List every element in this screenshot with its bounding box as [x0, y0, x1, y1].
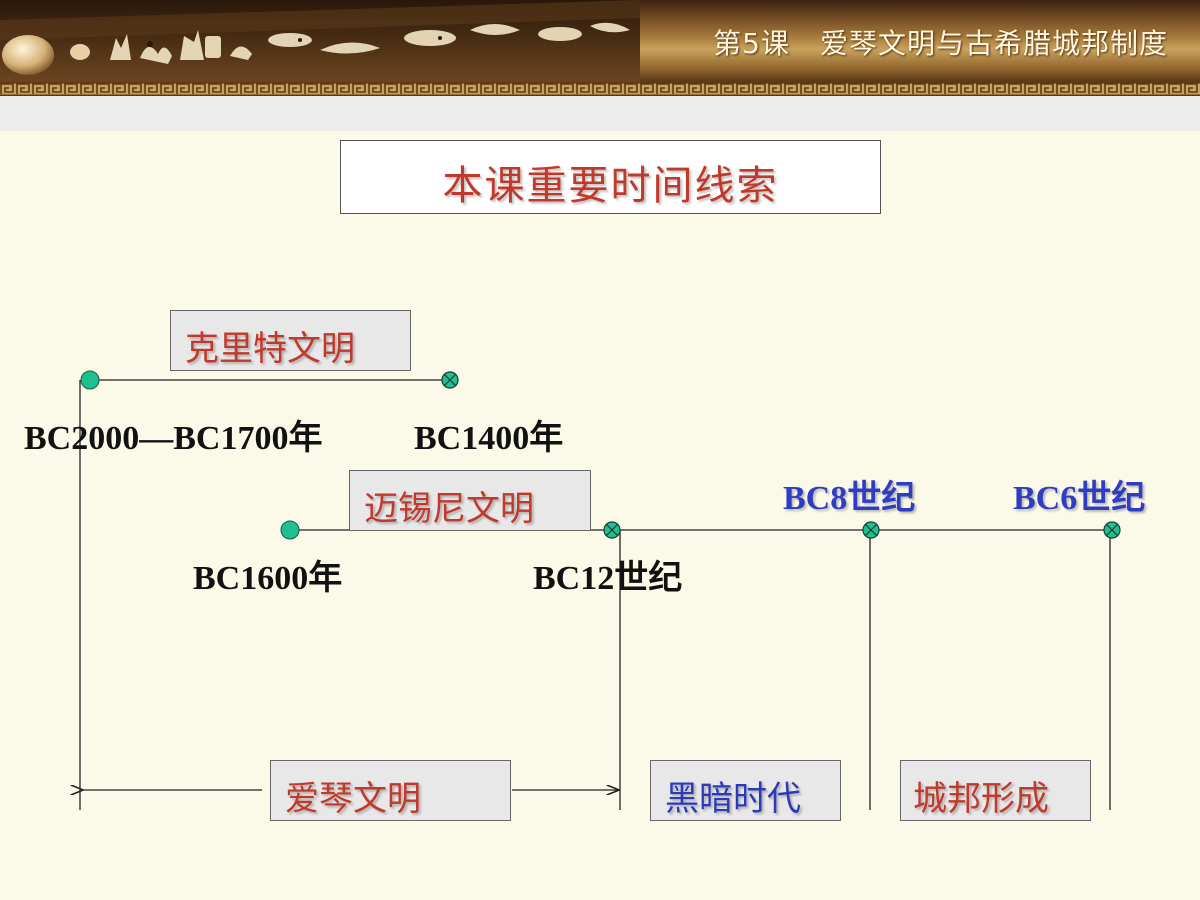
date-bc6: BC6世纪	[1013, 470, 1145, 519]
crete-civilization-label: 克里特文明	[185, 321, 355, 370]
dark-age-label: 黑暗时代	[665, 771, 801, 820]
end-node-icon	[863, 522, 879, 538]
aegean-civilization-box: 爱琴文明	[270, 760, 511, 821]
date-mycenae-end: BC12世纪	[533, 550, 682, 599]
start-node-icon	[81, 371, 99, 389]
end-node-icon	[604, 522, 620, 538]
slide-title-box: 本课重要时间线索	[340, 140, 881, 214]
dark-age-box: 黑暗时代	[650, 760, 841, 821]
end-node-icon	[442, 372, 458, 388]
slide-title: 本课重要时间线索	[341, 153, 880, 211]
crete-civilization-box: 克里特文明	[170, 310, 411, 371]
start-node-icon	[281, 521, 299, 539]
city-state-label: 城邦形成	[913, 771, 1049, 820]
end-node-icon	[1104, 522, 1120, 538]
date-bc8: BC8世纪	[783, 470, 915, 519]
city-state-box: 城邦形成	[900, 760, 1091, 821]
date-crete-end: BC1400年	[414, 410, 563, 459]
mycenae-civilization-label: 迈锡尼文明	[364, 481, 534, 530]
date-mycenae-start: BC1600年	[193, 550, 342, 599]
aegean-civilization-label: 爱琴文明	[285, 771, 421, 820]
date-crete-start: BC2000—BC1700年	[24, 410, 322, 459]
mycenae-civilization-box: 迈锡尼文明	[349, 470, 591, 531]
